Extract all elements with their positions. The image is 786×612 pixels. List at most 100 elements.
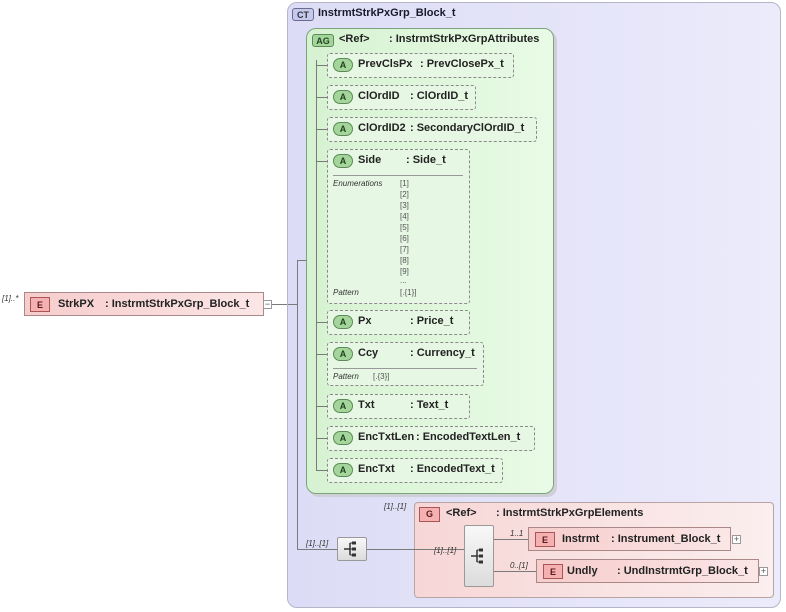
attribute-type: : EncodedText_t [410, 463, 495, 475]
element-name: Undly [567, 565, 598, 577]
group-inner-cardinality: [1]..[1] [434, 546, 457, 555]
group-ref: <Ref> [446, 507, 477, 519]
attribute-badge: A [333, 315, 353, 329]
attribute-type: : SecondaryClOrdID_t [410, 122, 525, 134]
undly-cardinality: 0..[1] [510, 561, 528, 570]
pattern-label: Pattern [333, 372, 359, 381]
attr-branch [316, 161, 327, 162]
sequence-icon [471, 548, 483, 564]
root-cardinality: [1]..* [2, 294, 19, 303]
attr-branch [316, 406, 327, 407]
enum-value: [9] [400, 267, 409, 276]
attribute-enctxt[interactable]: A EncTxt : EncodedText_t [327, 458, 503, 483]
attr-branch [316, 354, 327, 355]
connector-line [297, 260, 298, 550]
attribute-group-name: : InstrmtStrkPxGrpAttributes [389, 33, 540, 45]
attribute-clordid2[interactable]: A ClOrdID2 : SecondaryClOrdID_t [327, 117, 537, 142]
element-name: Instrmt [562, 533, 600, 545]
pattern-label: Pattern [333, 288, 359, 297]
attribute-group-ref: <Ref> [339, 33, 370, 45]
attribute-badge: A [333, 58, 353, 72]
element-type: : UndInstrmtGrp_Block_t [617, 565, 748, 577]
attribute-name: Txt [358, 399, 375, 411]
enum-value: [7] [400, 245, 409, 254]
element-undly[interactable]: E Undly : UndInstrmtGrp_Block_t [536, 559, 759, 583]
complex-type-badge: CT [292, 8, 314, 21]
element-badge: E [30, 297, 50, 312]
attribute-type: : Text_t [410, 399, 449, 411]
attribute-badge: A [333, 90, 353, 104]
connector-line [494, 539, 528, 540]
connector-line [367, 549, 415, 550]
enum-value: [2] [400, 190, 409, 199]
attribute-type: : EncodedTextLen_t [416, 431, 521, 443]
attr-branch [316, 129, 327, 130]
attribute-clordid[interactable]: A ClOrdID : ClOrdID_t [327, 85, 476, 110]
sequence-cardinality: [1]..[1] [306, 539, 329, 548]
connector-line [297, 549, 337, 550]
sequence-compositor[interactable] [337, 537, 367, 561]
root-element-strkpx[interactable]: E StrkPX : InstrmtStrkPxGrp_Block_t [24, 292, 264, 316]
attribute-px[interactable]: A Px : Price_t [327, 310, 470, 335]
divider [333, 368, 477, 369]
attribute-txt[interactable]: A Txt : Text_t [327, 394, 470, 419]
expand-toggle[interactable]: + [759, 566, 768, 576]
enum-value: [6] [400, 234, 409, 243]
root-element-type: : InstrmtStrkPxGrp_Block_t [105, 298, 250, 310]
attribute-badge: A [333, 463, 353, 477]
attribute-enctxtlen[interactable]: A EncTxtLen : EncodedTextLen_t [327, 426, 535, 451]
group-name: : InstrmtStrkPxGrpElements [496, 507, 644, 519]
attribute-type: : ClOrdID_t [410, 90, 469, 102]
attribute-type: : Side_t [406, 154, 446, 166]
enum-value: [3] [400, 201, 409, 210]
collapse-toggle[interactable]: − [263, 299, 272, 309]
element-instrmt[interactable]: E Instrmt : Instrument_Block_t [528, 527, 731, 551]
element-type: : Instrument_Block_t [611, 533, 721, 545]
element-badge: E [535, 532, 555, 547]
enum-value: [4] [400, 212, 409, 221]
pattern-value: [.{1}] [400, 288, 417, 297]
group-badge: G [419, 507, 440, 522]
divider [333, 175, 463, 176]
group-cardinality: [1]..[1] [384, 502, 407, 511]
attribute-name: EncTxt [358, 463, 395, 475]
attribute-badge: A [333, 399, 353, 413]
attr-branch [316, 470, 327, 471]
enumerations-label: Enumerations [333, 179, 383, 188]
attr-branch [316, 65, 327, 66]
sequence-icon [344, 541, 356, 557]
attr-branch [316, 97, 327, 98]
attribute-group-badge: AG [312, 34, 334, 47]
connector-line [288, 304, 298, 305]
connector-line [494, 571, 536, 572]
attribute-name: EncTxtLen [358, 431, 415, 443]
expand-toggle[interactable]: + [732, 534, 741, 544]
attribute-name: Ccy [358, 347, 379, 359]
enum-value: [1] [400, 179, 409, 188]
pattern-value: [.{3}] [373, 372, 390, 381]
attribute-badge: A [333, 154, 353, 168]
element-badge: E [543, 564, 563, 579]
group-sequence-compositor[interactable] [464, 525, 494, 587]
attribute-name: Px [358, 315, 372, 327]
attr-branch [316, 322, 327, 323]
attribute-spine [316, 60, 317, 470]
attribute-badge: A [333, 347, 353, 361]
attribute-ccy[interactable]: A Ccy : Currency_t Pattern [.{3}] [327, 342, 484, 386]
root-element-name: StrkPX [58, 298, 95, 310]
complex-type-name: InstrmtStrkPxGrp_Block_t [318, 7, 456, 19]
enum-value: ... [400, 276, 407, 285]
attribute-name: Side [358, 154, 382, 166]
attribute-type: : PrevClosePx_t [420, 58, 504, 70]
attr-branch [316, 438, 327, 439]
attribute-name: PrevClsPx [358, 58, 413, 70]
enum-value: [5] [400, 223, 409, 232]
attribute-name: ClOrdID [358, 90, 400, 102]
attribute-side[interactable]: A Side : Side_t Enumerations [1] [2] [3]… [327, 149, 470, 304]
attribute-badge: A [333, 431, 353, 445]
attribute-prevclspx[interactable]: A PrevClsPx : PrevClosePx_t [327, 53, 514, 78]
connector-line [414, 549, 464, 550]
attribute-name: ClOrdID2 [358, 122, 406, 134]
attribute-type: : Price_t [410, 315, 454, 327]
attribute-badge: A [333, 122, 353, 136]
